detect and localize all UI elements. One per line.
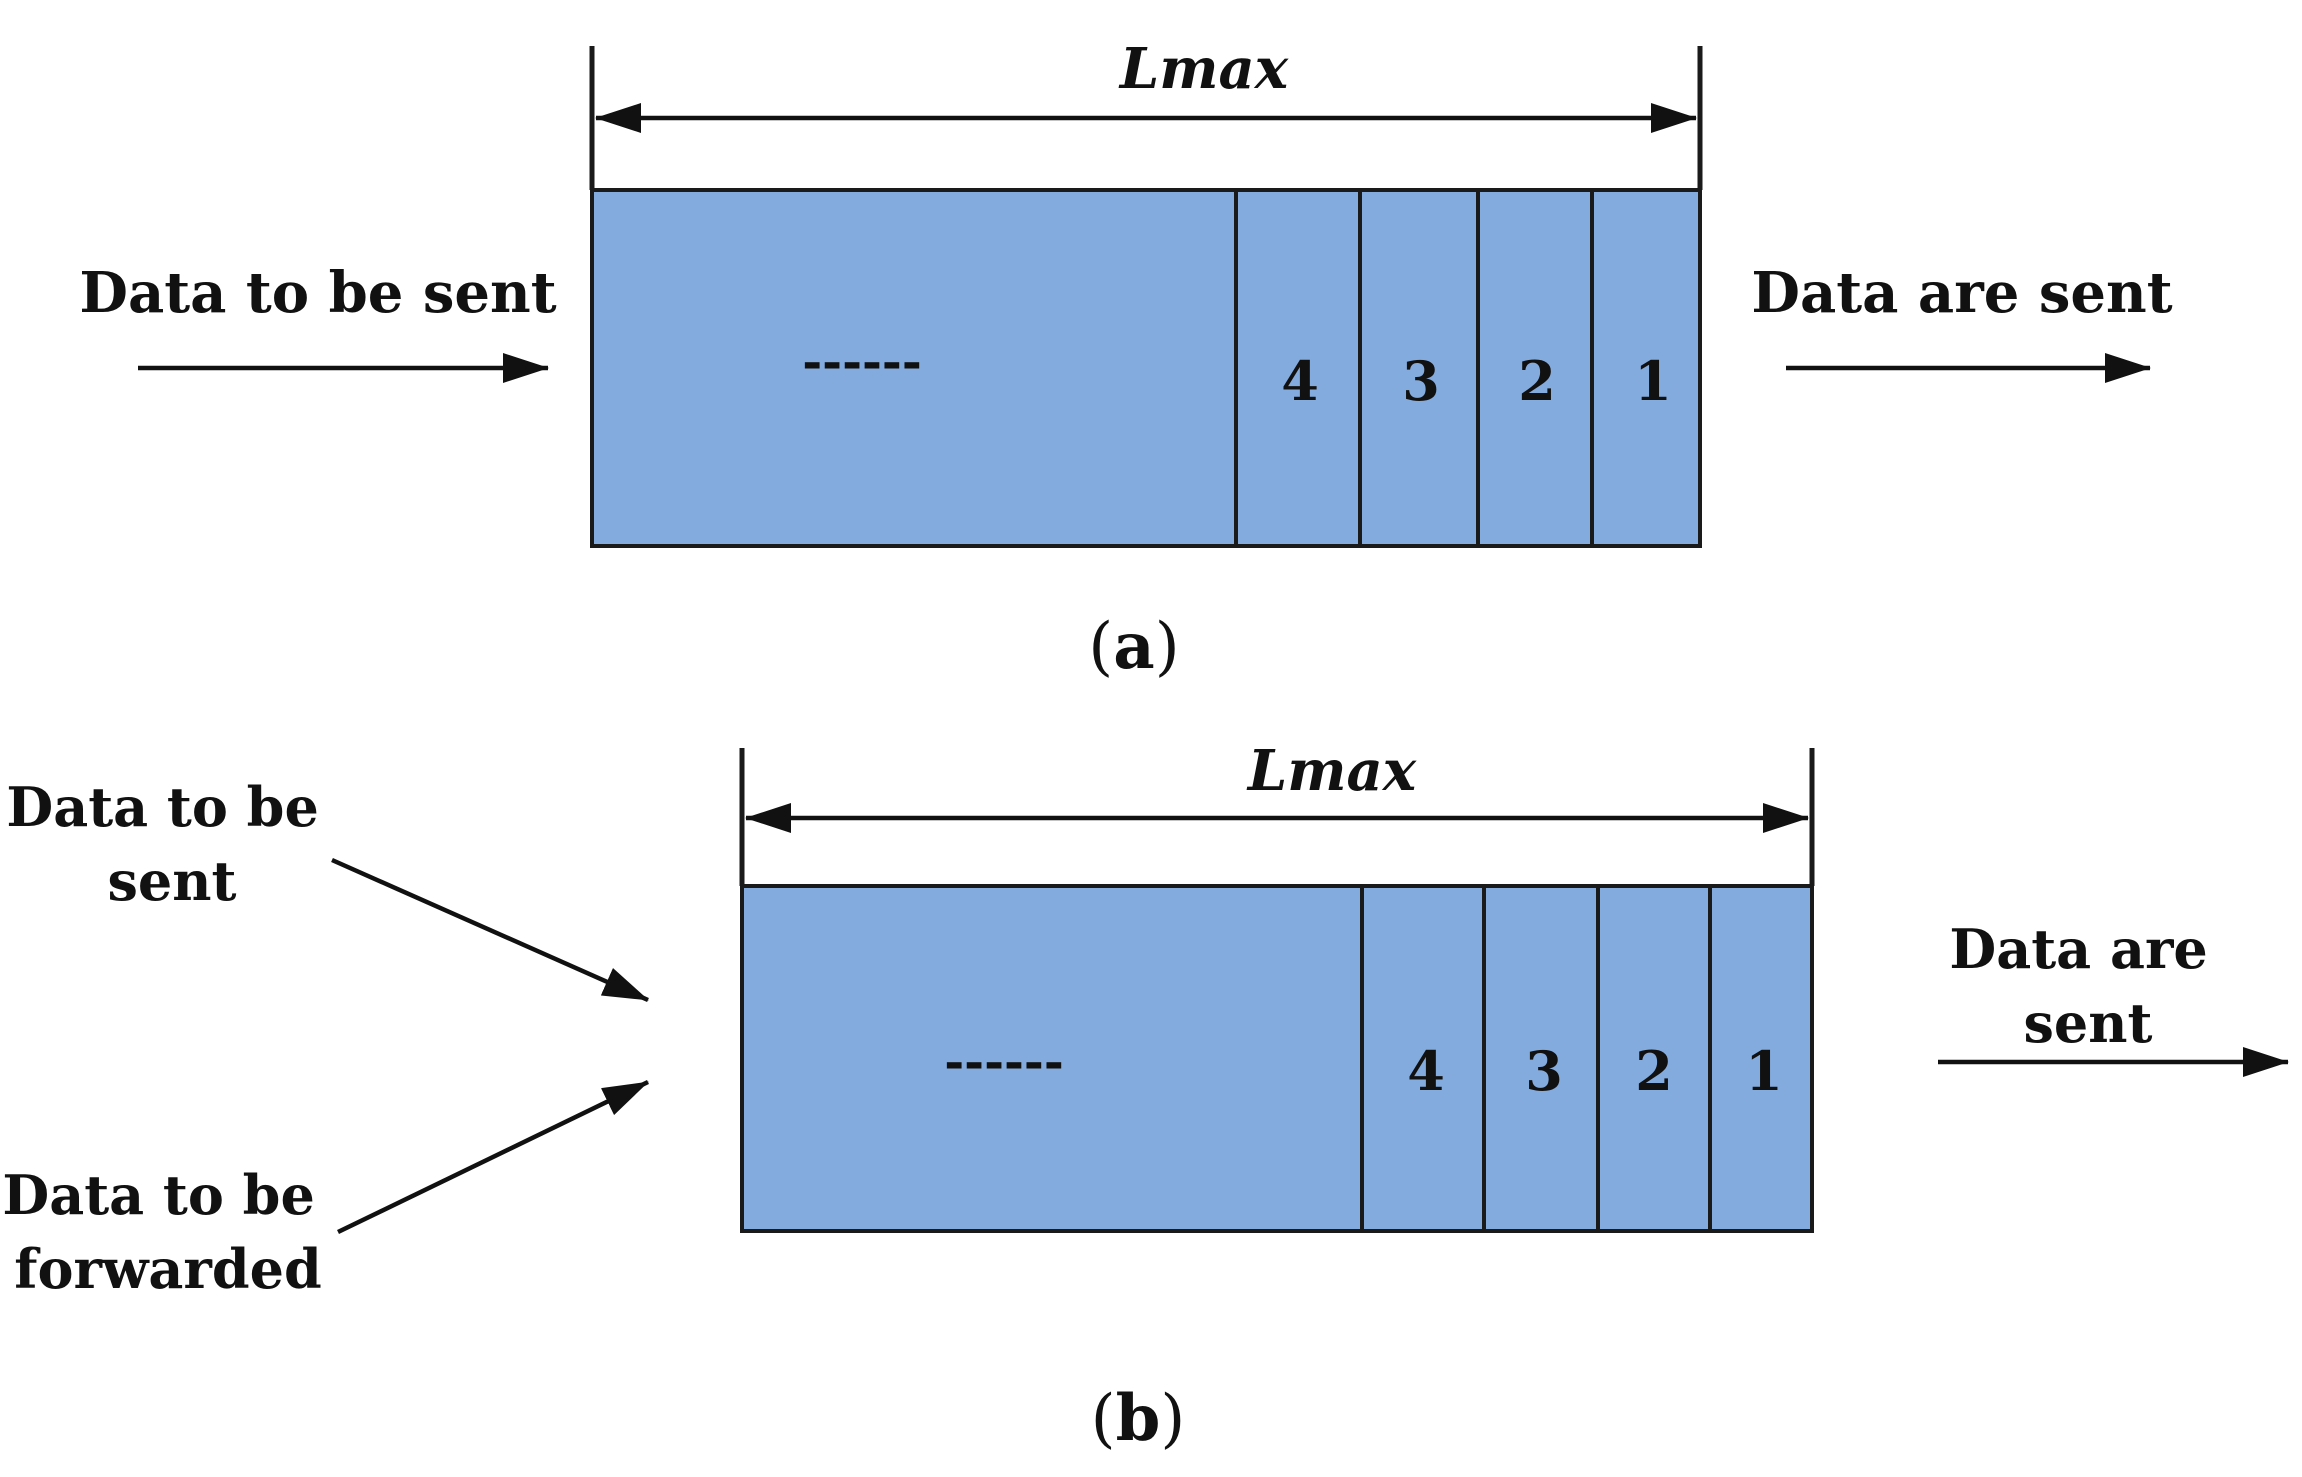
queue-cell — [1234, 188, 1362, 548]
panel-a: Lmax ------ 4 3 2 1 Data to be sent Data… — [79, 36, 2172, 684]
queue-cell — [1482, 884, 1600, 1233]
caption-b: (b) — [1091, 1381, 1186, 1456]
queue-cell-label: 2 — [1518, 349, 1556, 413]
queue-cell-rest — [590, 188, 1238, 548]
input-label: Data to be sent — [79, 260, 556, 326]
input-top-label: Data to be sent — [6, 775, 337, 913]
queue-cell — [1476, 188, 1594, 548]
input-bottom-label: Data to be forwarded — [2, 1163, 333, 1301]
queue-cell-label: 1 — [1745, 1039, 1783, 1103]
output-label: Data are sent — [1751, 260, 2172, 326]
lmax-label: Lmax — [1118, 36, 1289, 102]
queue-cell-label: 1 — [1634, 349, 1672, 413]
input-top-arrow — [331, 857, 649, 1003]
queue-cell-label: 4 — [1407, 1039, 1445, 1103]
queue-buffer: ------ 4 3 2 1 — [590, 188, 1702, 548]
input-bottom-arrow — [337, 1079, 649, 1235]
queue-cell — [1590, 188, 1702, 548]
queue-cell-rest — [740, 884, 1364, 1233]
queue-cell — [1708, 884, 1814, 1233]
queue-ellipsis: ------ — [802, 334, 922, 390]
queue-cell — [1358, 188, 1480, 548]
caption-a: (a) — [1088, 609, 1179, 684]
queue-cell — [1360, 884, 1486, 1233]
queue-cell-label: 2 — [1635, 1039, 1673, 1103]
queue-cell-label: 3 — [1525, 1039, 1563, 1103]
queue-cell-label: 3 — [1402, 349, 1440, 413]
queue-cell — [1596, 884, 1712, 1233]
panel-b: Lmax ------ 4 3 2 1 Data to be sent Data… — [2, 738, 2289, 1456]
queue-ellipsis: ------ — [944, 1034, 1064, 1090]
queue-buffer: ------ 4 3 2 1 — [740, 884, 1814, 1233]
output-label: Data are sent — [1949, 917, 2226, 1055]
queue-cell-label: 4 — [1281, 349, 1319, 413]
lmax-label: Lmax — [1246, 738, 1417, 804]
